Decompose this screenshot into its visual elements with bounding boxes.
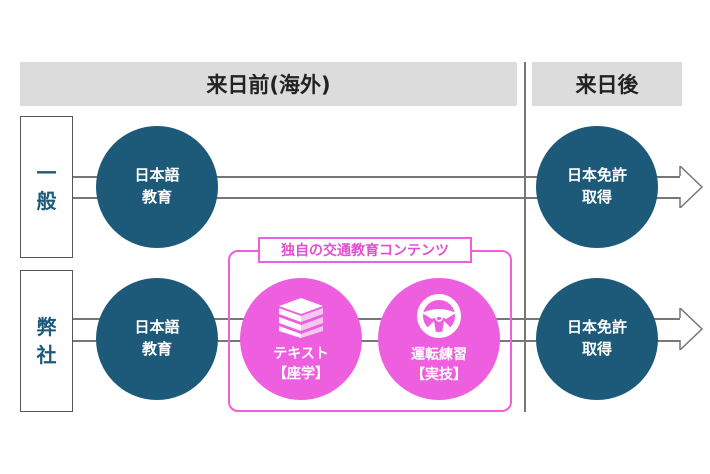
row-label-our-company: 弊 社 (20, 270, 73, 412)
row-label-char: 一 (36, 161, 57, 185)
node-text: 取得 (581, 188, 612, 206)
node-text: 日本免許 (566, 318, 627, 337)
textbook-node: テキスト【座学】 (240, 278, 362, 400)
original-content-title: 独自の交通教育コンテンツ (258, 237, 472, 263)
arrow-head-icon (679, 308, 704, 350)
node-text: 【実技】 (411, 367, 467, 383)
row-label-char: 弊 (36, 315, 57, 339)
arrow-head-icon (679, 166, 704, 208)
node-text: テキスト (273, 345, 329, 362)
row-label-char: 社 (36, 343, 57, 367)
flow-line-bottom (72, 197, 680, 199)
japanese-education-node: 日本語教育 (96, 278, 218, 400)
header-before-japan: 来日前(海外) (20, 62, 517, 106)
divider-line (524, 62, 526, 412)
license-acquisition-node: 日本免許取得 (536, 278, 658, 400)
steering-wheel-icon (417, 293, 461, 338)
node-text: 【座学】 (273, 366, 329, 382)
node-text: 日本語 (134, 318, 180, 337)
flow-line-top (72, 176, 680, 178)
node-text: 教育 (141, 340, 172, 358)
node-text: 日本語 (134, 166, 180, 185)
driving-practice-node: 運転練習【実技】 (378, 278, 500, 400)
node-text: 教育 (141, 188, 172, 206)
flow-line-bottom (72, 340, 680, 342)
flow-line-top (72, 318, 680, 320)
node-text: 日本免許 (566, 166, 627, 185)
node-text: 運転練習 (411, 346, 467, 363)
node-text: 取得 (581, 340, 612, 358)
license-acquisition-node: 日本免許取得 (536, 126, 658, 248)
japanese-education-node: 日本語教育 (96, 126, 218, 248)
books-icon (279, 297, 323, 338)
row-label-general: 一 般 (20, 116, 73, 258)
row-label-char: 般 (36, 189, 57, 213)
header-after-japan: 来日後 (532, 62, 682, 106)
